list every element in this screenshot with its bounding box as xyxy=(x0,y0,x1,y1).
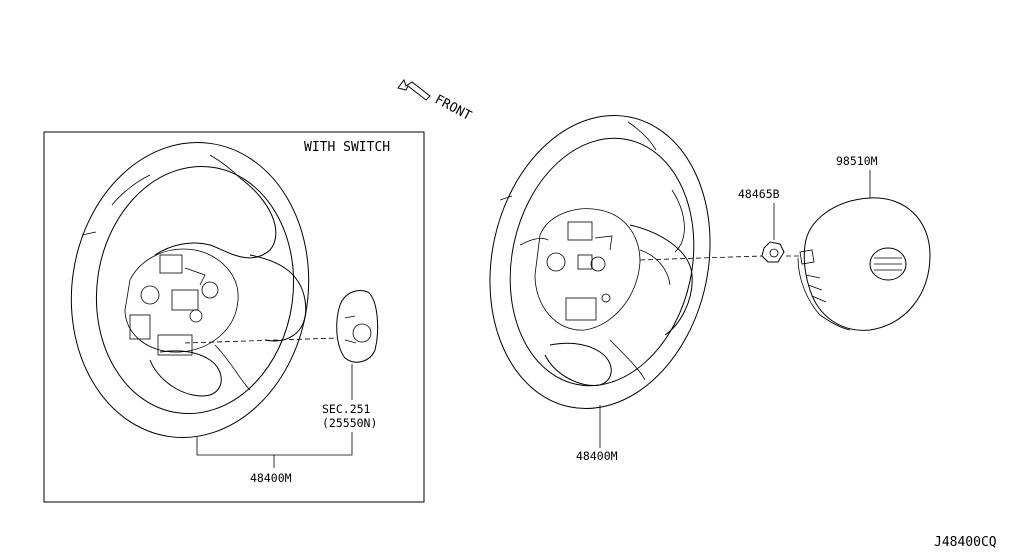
front-indicator: FRONT xyxy=(397,78,474,124)
wheel-to-nut-dash xyxy=(639,255,763,261)
switch-ref-label: (25550N) xyxy=(322,416,377,430)
diagram-code: J48400CQ xyxy=(934,535,997,550)
inset-wheel-bracket xyxy=(196,432,353,456)
steering-wheel xyxy=(489,115,711,409)
airbag-module xyxy=(797,197,931,331)
nut xyxy=(761,241,785,263)
switch-sec-label: SEC.251 xyxy=(322,402,371,416)
steering-switch xyxy=(336,290,379,363)
inset-with-switch: WITH SWITCH xyxy=(43,131,425,503)
front-label: FRONT xyxy=(432,92,474,124)
nut-part-label: 48465B xyxy=(738,187,780,201)
airbag-part-label: 98510M xyxy=(836,154,878,168)
inset-wheel-part-label: 48400M xyxy=(250,471,292,485)
wheel-part-label: 48400M xyxy=(576,449,618,463)
steering-wheel-with-switch xyxy=(70,142,310,438)
inset-title: WITH SWITCH xyxy=(304,140,390,155)
inset-frame xyxy=(43,131,425,503)
switch-leader-dash xyxy=(184,337,339,344)
